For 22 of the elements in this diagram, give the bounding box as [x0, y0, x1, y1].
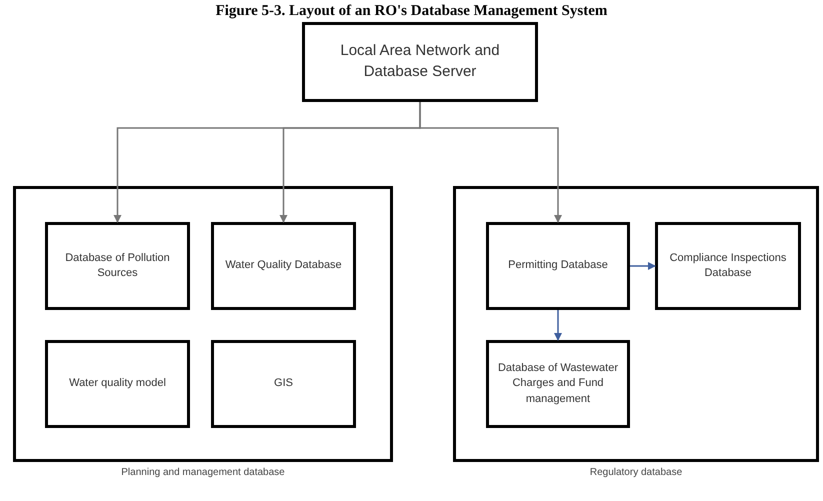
arrow	[630, 262, 656, 270]
process-box	[45, 340, 190, 428]
box-label: Permitting Database	[508, 258, 608, 274]
arrow	[554, 310, 562, 341]
box-label: Database of Wastewater Charges and Fund management	[496, 361, 620, 407]
process-box	[486, 222, 630, 310]
process-box	[302, 22, 538, 102]
box-label: Water quality model	[69, 376, 166, 392]
box-label: Local Area Network and Database Server	[339, 41, 501, 82]
box-label: Database of Pollution Sources	[64, 250, 171, 281]
process-box	[45, 222, 190, 310]
process-box	[211, 222, 356, 310]
figure-title: Figure 5-3. Layout of an RO's Database Management System	[214, 2, 608, 21]
process-box	[486, 340, 630, 428]
group-label: Regulatory database	[588, 467, 684, 480]
process-box	[655, 222, 801, 310]
arrow	[419, 102, 562, 223]
box-label: Compliance Inspections Database	[668, 250, 788, 281]
group-label: Planning and management database	[120, 467, 286, 480]
box-label: Water Quality Database	[225, 258, 342, 274]
box-label: GIS	[274, 376, 293, 392]
process-box	[211, 340, 356, 428]
